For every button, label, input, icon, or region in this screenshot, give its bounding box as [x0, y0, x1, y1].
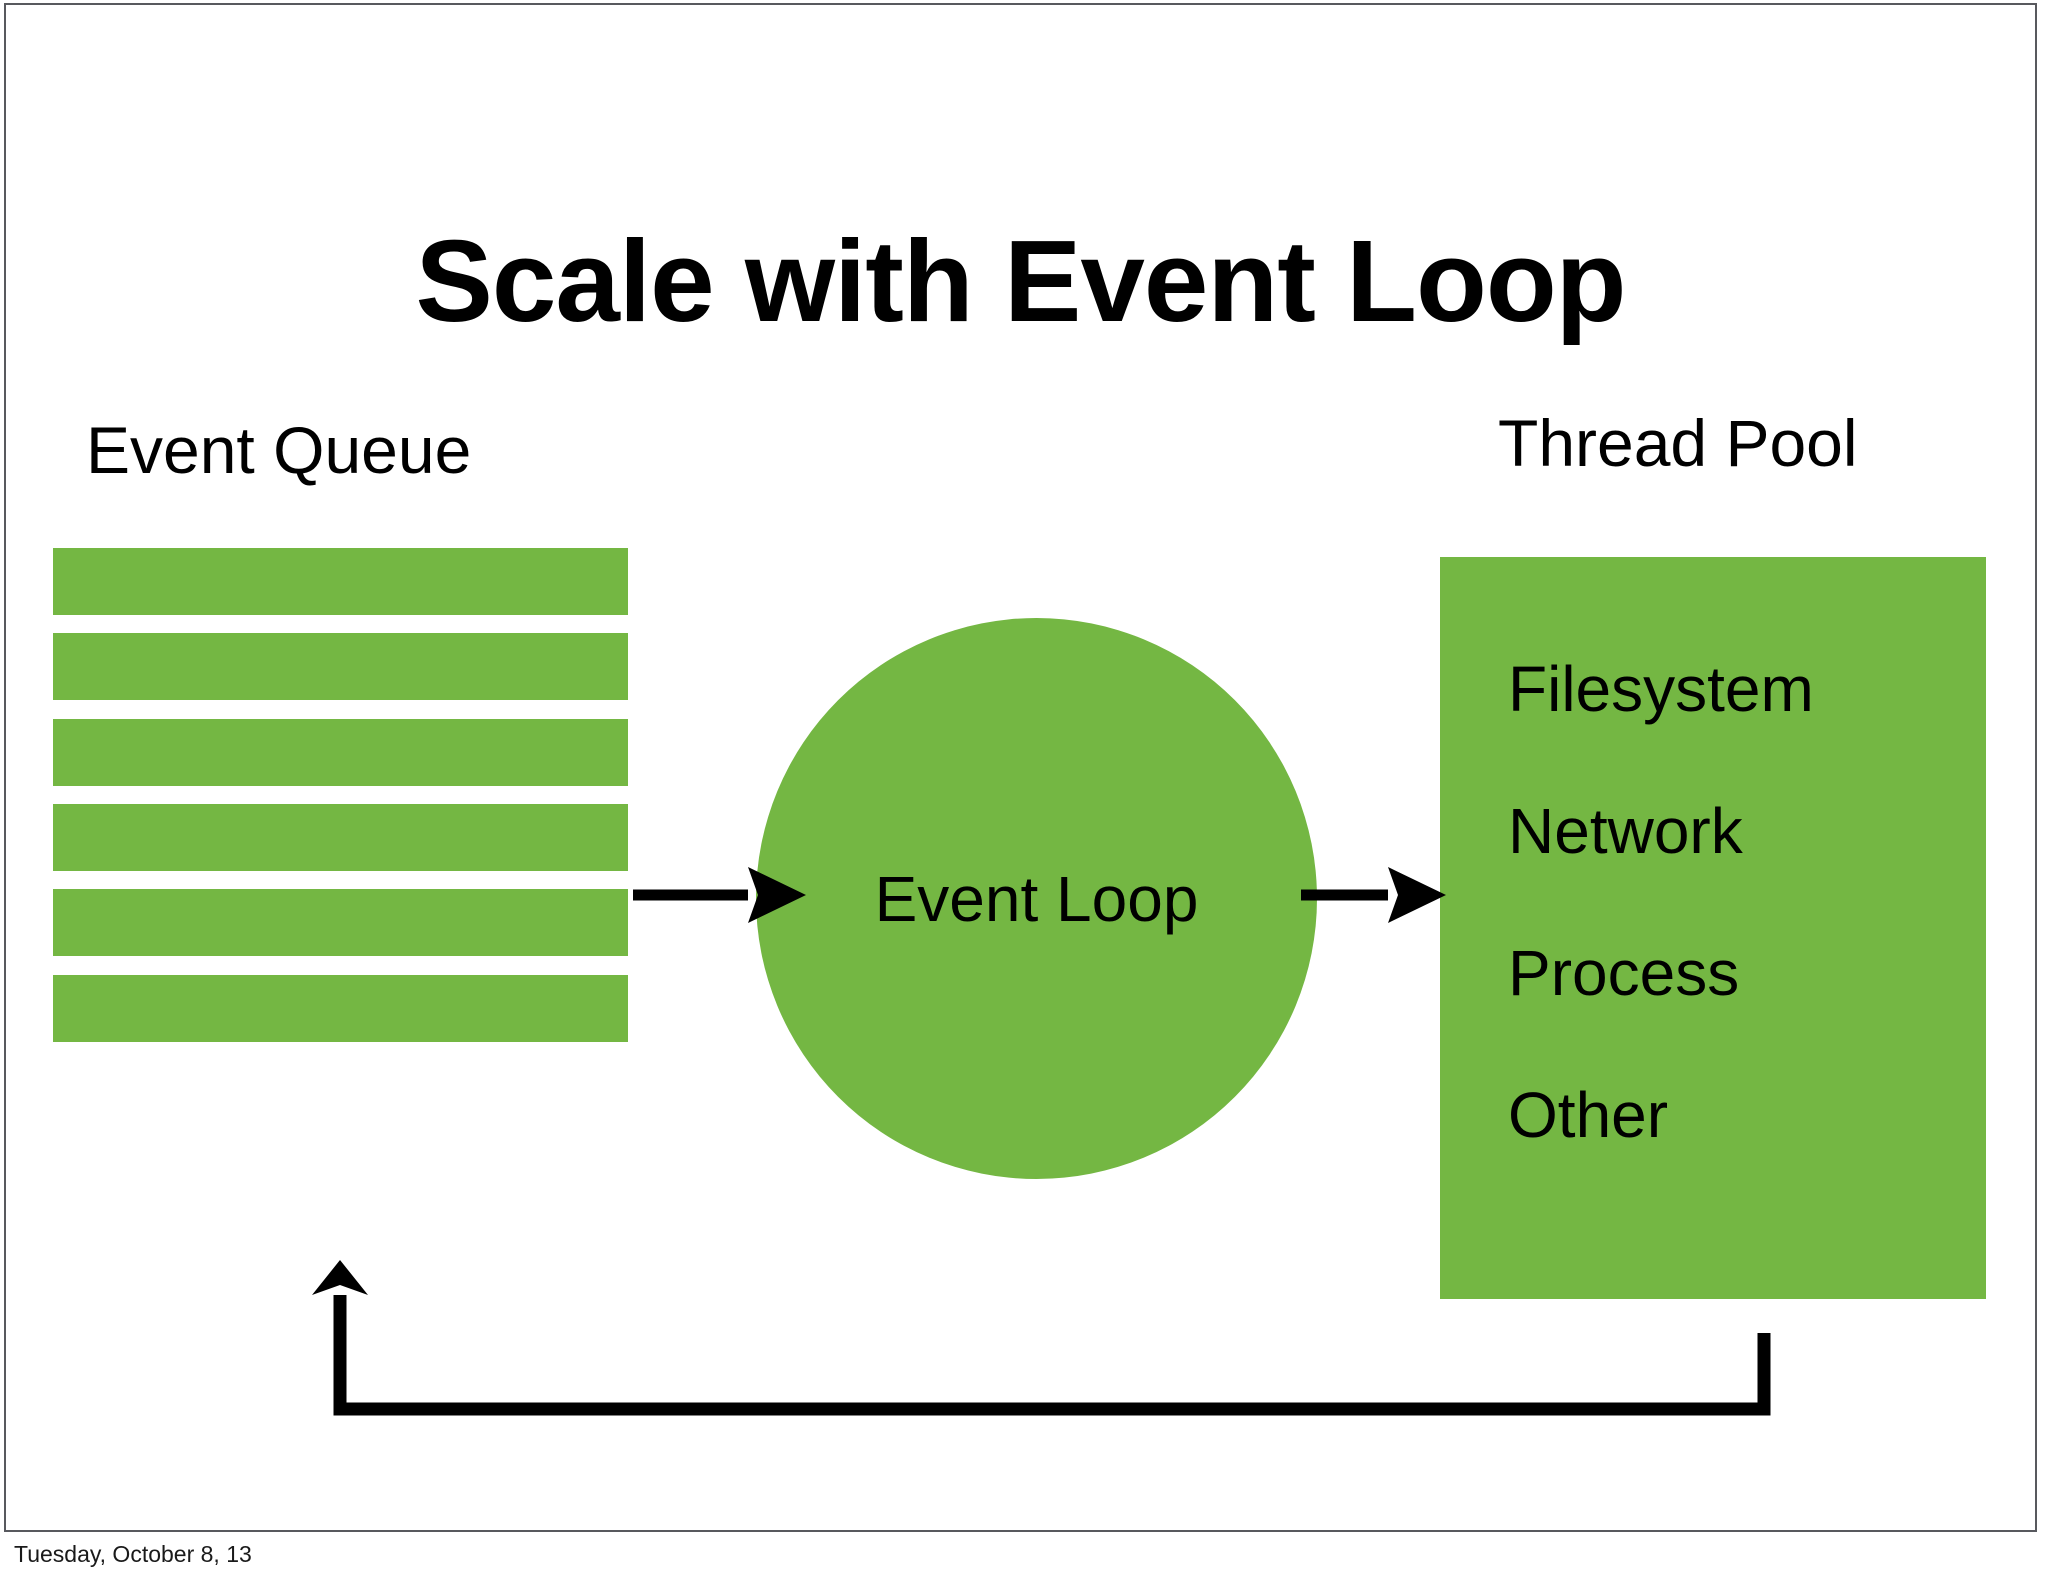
event-queue-bar — [53, 804, 628, 871]
thread-pool-item: Network — [1508, 795, 1743, 867]
thread-pool-item: Process — [1508, 937, 1740, 1009]
thread-pool-node: Filesystem Network Process Other — [1440, 557, 1986, 1299]
event-queue-bar — [53, 719, 628, 786]
slide-footer-date: Tuesday, October 8, 13 — [14, 1541, 252, 1567]
thread-pool-item-list: Filesystem Network Process Other — [1508, 657, 1978, 1147]
thread-pool-heading: Thread Pool — [1498, 406, 1858, 480]
event-queue-heading: Event Queue — [86, 413, 472, 487]
event-queue-bar — [53, 548, 628, 615]
thread-pool-item: Filesystem — [1508, 653, 1814, 725]
event-queue-bar — [53, 889, 628, 956]
thread-pool-item: Other — [1508, 1079, 1669, 1151]
event-queue-bar — [53, 975, 628, 1042]
event-loop-node: Event Loop — [756, 618, 1317, 1179]
event-queue-bar — [53, 633, 628, 700]
loop-to-threadpool-arrow-icon — [1301, 867, 1446, 923]
event-queue-stack — [53, 548, 628, 1254]
slide-canvas: Scale with Event Loop Event Queue Thread… — [4, 3, 2037, 1532]
page-title: Scale with Event Loop — [415, 215, 1626, 346]
event-loop-label: Event Loop — [874, 862, 1199, 935]
